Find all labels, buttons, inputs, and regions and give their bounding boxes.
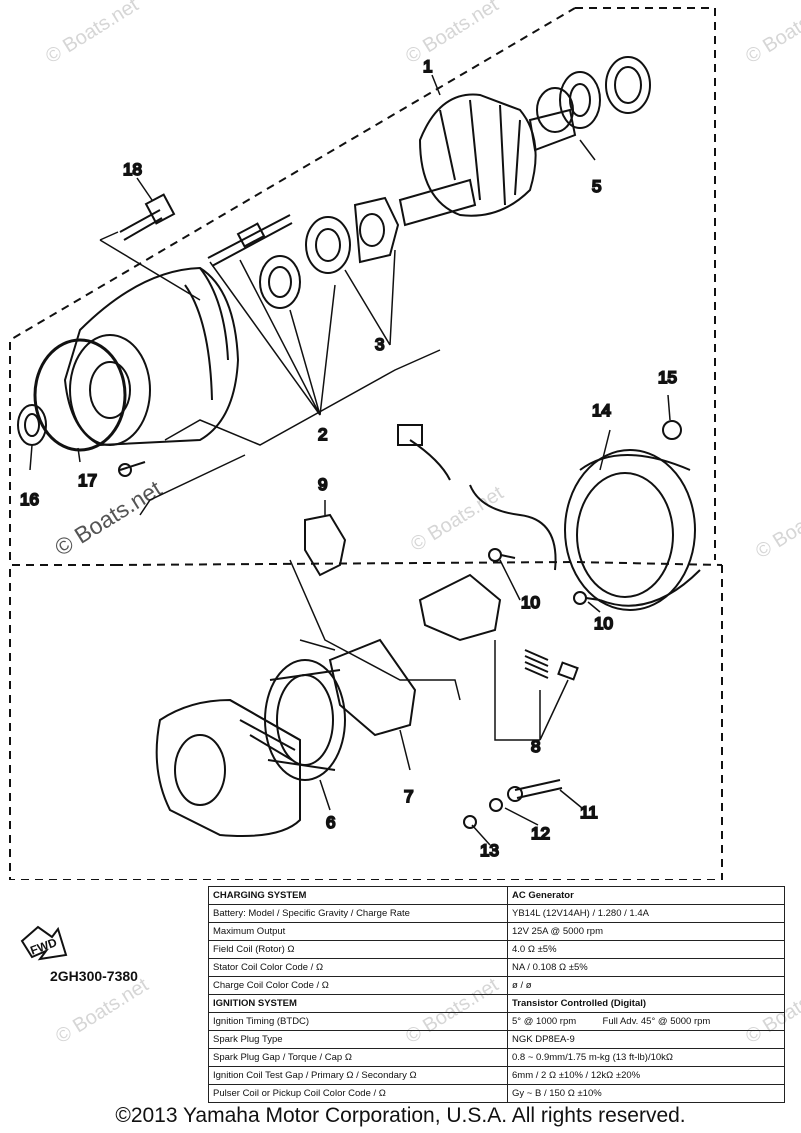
spec-value: 4.0 Ω ±5% <box>507 940 785 959</box>
callout-11: 11 <box>580 803 598 822</box>
bolt-18 <box>119 209 163 241</box>
table-title: IGNITION SYSTEM <box>208 994 508 1013</box>
spec-value: NGK DP8EA-9 <box>507 1030 785 1049</box>
table-row: Pulser Coil or Pickup Coil Color Code / … <box>208 1084 785 1103</box>
callout-8: 8 <box>531 737 540 756</box>
spec-label: Ignition Timing (BTDC) <box>208 1012 508 1031</box>
watermark: © Boats.net <box>51 973 153 1049</box>
spec-label: Pulser Coil or Pickup Coil Color Code / … <box>208 1084 508 1103</box>
retainer-plate <box>353 196 400 264</box>
table-title-value: AC Generator <box>507 886 785 905</box>
rear-housing <box>155 698 301 837</box>
callout-1: 1 <box>423 57 432 76</box>
spec-label: Ignition Coil Test Gap / Primary Ω / Sec… <box>208 1066 508 1085</box>
table-row: Ignition Coil Test Gap / Primary Ω / Sec… <box>208 1066 785 1085</box>
callout-6: 6 <box>326 813 335 832</box>
leader-lines <box>29 74 671 846</box>
rotor-assembly <box>398 71 601 227</box>
spec-value: 0.8 ~ 0.9mm/1.75 m-kg (13 ft-lb)/10kΩ <box>507 1048 785 1067</box>
exploded-parts-drawing: 1 2 3 5 6 7 8 9 10 10 11 12 13 14 15 16 … <box>9 7 723 880</box>
callout-18: 18 <box>123 160 142 179</box>
callout-7: 7 <box>404 787 413 806</box>
table-row: IGNITION SYSTEM Transistor Controlled (D… <box>208 994 785 1013</box>
regulator-plate <box>328 638 417 737</box>
callout-9: 9 <box>318 475 327 494</box>
callout-10-second: 10 <box>594 614 613 633</box>
spec-label: Charge Coil Color Code / Ω <box>208 976 508 995</box>
table-row: Ignition Timing (BTDC)5° @ 1000 rpm Full… <box>208 1012 785 1031</box>
spec-value: 6mm / 2 Ω ±10% / 12kΩ ±20% <box>507 1066 785 1085</box>
stator <box>264 659 346 781</box>
washer-12 <box>489 798 503 812</box>
spec-value: YB14L (12V14AH) / 1.280 / 1.4A <box>507 904 785 923</box>
callout-13: 13 <box>480 841 499 860</box>
callout-16: 16 <box>20 490 39 509</box>
washer-13 <box>463 815 477 829</box>
spec-label: Stator Coil Color Code / Ω <box>208 958 508 977</box>
spring <box>524 649 549 679</box>
assembly-outline-middle <box>114 560 723 566</box>
callout-10: 10 <box>521 593 540 612</box>
callout-17: 17 <box>78 471 97 490</box>
front-housing <box>63 266 240 447</box>
table-title-value: Transistor Controlled (Digital) <box>507 994 785 1013</box>
brush-plate <box>418 573 502 642</box>
callout-12: 12 <box>531 824 550 843</box>
spec-value: Gy ~ B / 150 Ω ±10% <box>507 1084 785 1103</box>
spec-value: NA / 0.108 Ω ±5% <box>507 958 785 977</box>
brush-holder <box>304 513 347 577</box>
bolt-11 <box>514 779 563 799</box>
table-row: CHARGING SYSTEM AC Generator <box>208 886 785 905</box>
callout-15: 15 <box>658 368 677 387</box>
o-ring <box>33 338 127 452</box>
spec-label: Spark Plug Type <box>208 1030 508 1049</box>
callout-5: 5 <box>592 177 601 196</box>
brush <box>557 661 579 681</box>
nut-15 <box>662 420 682 440</box>
fwd-arrow-icon: FWD <box>20 925 68 961</box>
rear-cover <box>564 449 701 611</box>
spec-label: Spark Plug Gap / Torque / Cap Ω <box>208 1048 508 1067</box>
table-title: CHARGING SYSTEM <box>208 886 508 905</box>
spec-label: Maximum Output <box>208 922 508 941</box>
assembly-outline <box>9 7 723 880</box>
seal-ring <box>259 255 301 309</box>
charging-system-table: CHARGING SYSTEM AC Generator Battery: Mo… <box>208 886 785 995</box>
oil-seal <box>605 56 651 114</box>
spec-value: 12V 25A @ 5000 rpm <box>507 922 785 941</box>
callout-14: 14 <box>592 401 611 420</box>
copyright-notice: ©2013 Yamaha Motor Corporation, U.S.A. A… <box>115 1104 686 1127</box>
spec-value: ø / ø <box>507 976 785 995</box>
lead-wire <box>409 439 557 571</box>
callout-3: 3 <box>375 335 384 354</box>
stud <box>207 214 293 267</box>
bearing <box>305 216 351 274</box>
spec-value: 5° @ 1000 rpm Full Adv. 45° @ 5000 rpm <box>507 1012 785 1031</box>
spec-label: Battery: Model / Specific Gravity / Char… <box>208 904 508 923</box>
diagram-part-code: 2GH300-7380 <box>50 968 138 984</box>
table-row: Battery: Model / Specific Gravity / Char… <box>208 904 785 923</box>
spec-label: Field Coil (Rotor) Ω <box>208 940 508 959</box>
callout-2: 2 <box>318 425 327 444</box>
ignition-system-table: IGNITION SYSTEM Transistor Controlled (D… <box>208 994 785 1103</box>
